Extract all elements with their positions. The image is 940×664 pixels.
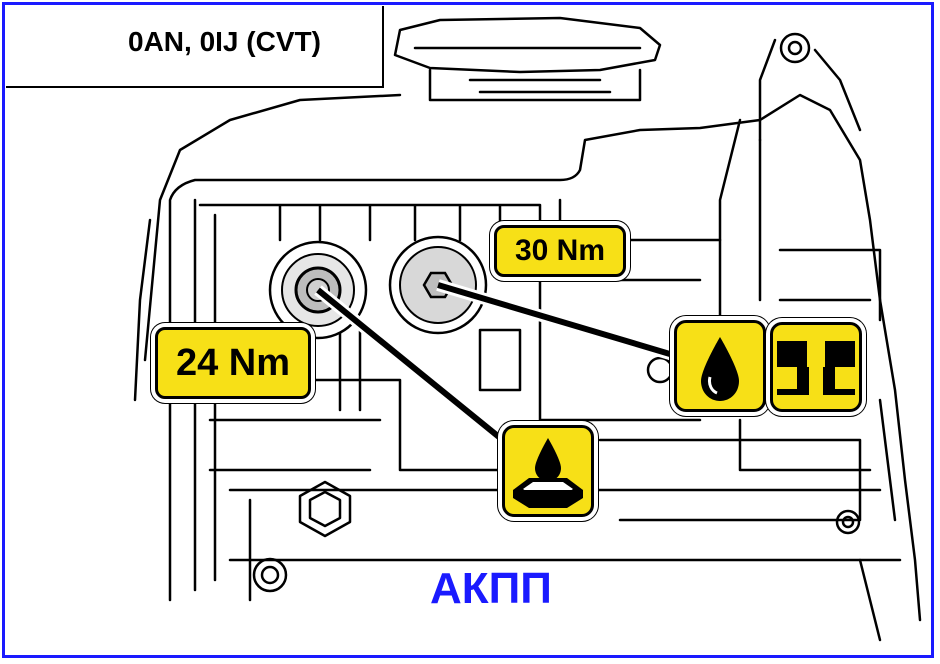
header-title: 0AN, 0IJ (CVT) bbox=[128, 26, 321, 57]
oil-drain-symbol bbox=[502, 425, 594, 517]
seal-icon bbox=[777, 341, 855, 395]
oil-drop-icon bbox=[701, 337, 739, 401]
header-box bbox=[6, 6, 384, 88]
torque-label-upper: 30 Nm bbox=[494, 225, 626, 277]
footer-label: АКПП bbox=[430, 564, 552, 613]
seal-symbol bbox=[770, 322, 862, 412]
oil-drop-symbol bbox=[674, 320, 766, 412]
oil-drain-icon bbox=[513, 438, 583, 508]
torque-label-lower: 24 Nm bbox=[155, 327, 311, 399]
